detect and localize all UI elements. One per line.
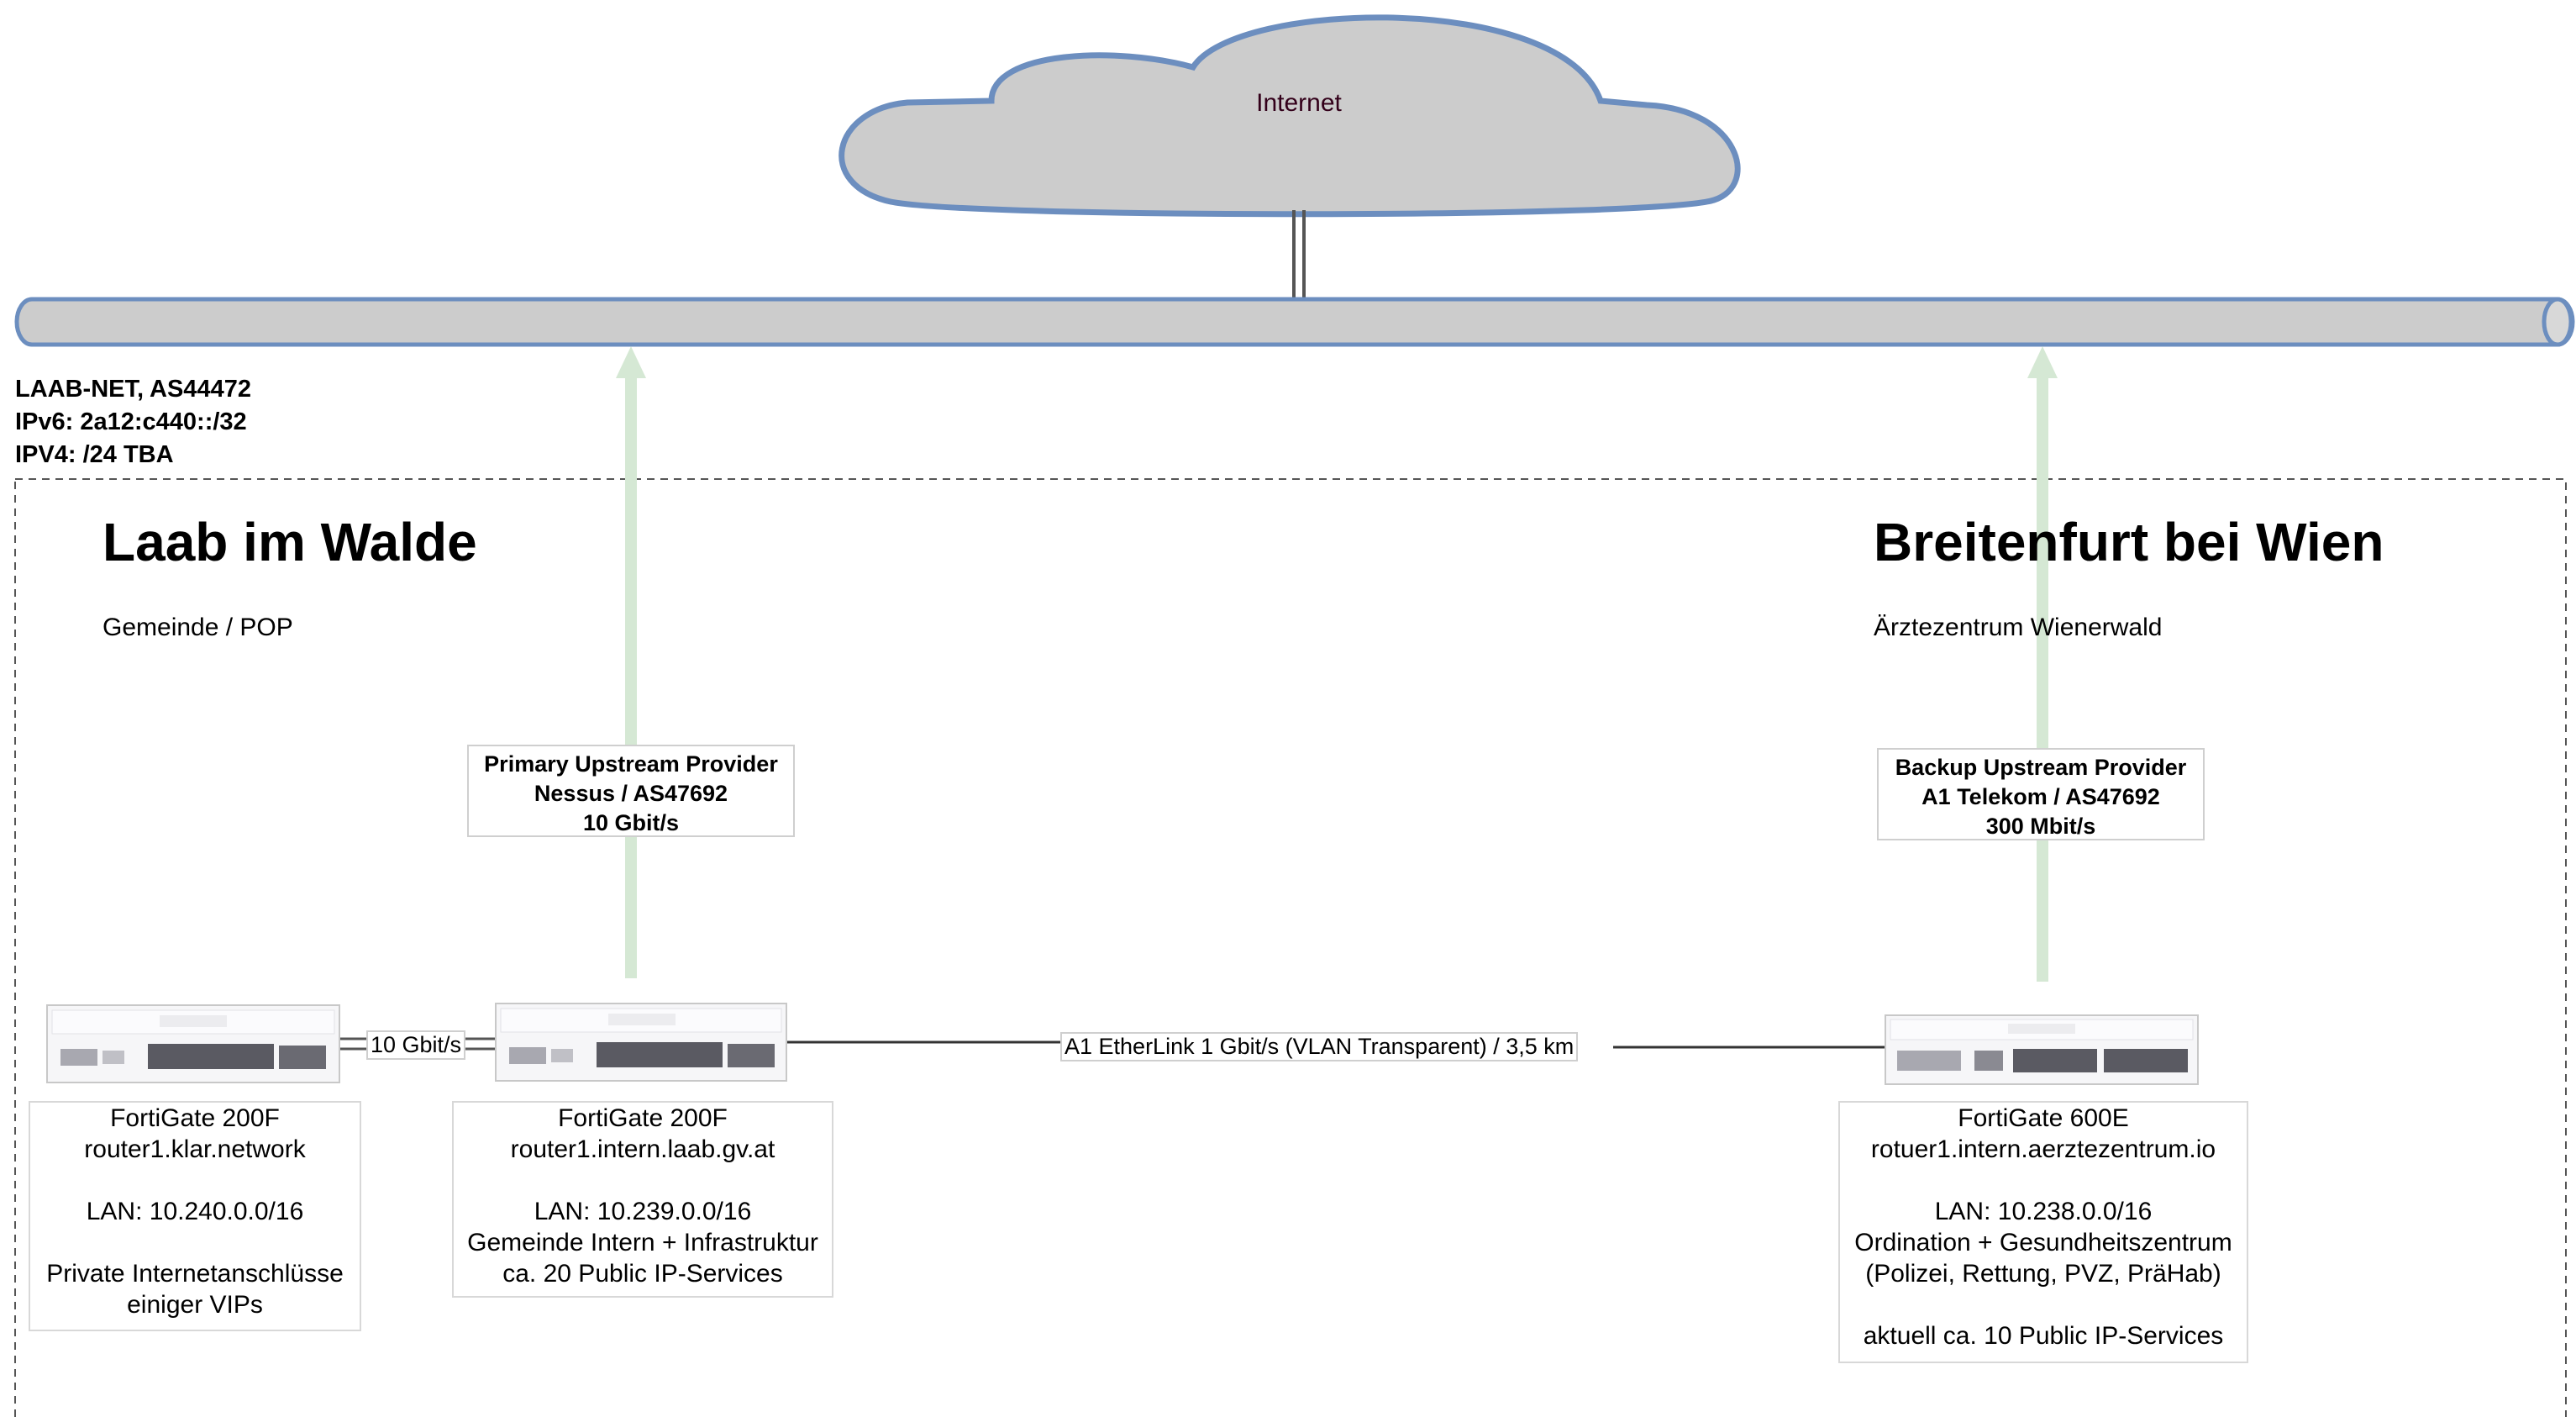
router-laab-model: FortiGate 200F xyxy=(558,1104,728,1132)
router-laab-hostname: router1.intern.laab.gv.at xyxy=(510,1135,775,1163)
router-aerzte-desc3: aktuell ca. 10 Public IP-Services xyxy=(1863,1322,2224,1350)
router-laab-info: FortiGate 200F router1.intern.laab.gv.at… xyxy=(452,1101,833,1298)
as-name-label: LAAB-NET, AS44472 xyxy=(15,376,251,403)
as-info-block: LAAB-NET, AS44472 IPv6: 2a12:c440::/32 I… xyxy=(15,373,251,471)
router-klar-lan: LAN: 10.240.0.0/16 xyxy=(86,1198,304,1225)
router-laab-desc1: Gemeinde Intern + Infrastruktur xyxy=(467,1229,818,1256)
backup-upstream-label: Backup Upstream Provider A1 Telekom / AS… xyxy=(1877,748,2205,840)
router-aerzte-lan: LAN: 10.238.0.0/16 xyxy=(1934,1198,2153,1225)
router-aerzte-info: FortiGate 600E rotuer1.intern.aerztezent… xyxy=(1838,1101,2248,1363)
primary-uplink-arrow-shaft xyxy=(625,375,637,978)
site-subtitle-laab: Gemeinde / POP xyxy=(103,614,293,641)
router-aerzte-hostname: rotuer1.intern.aerztezentrum.io xyxy=(1870,1135,2216,1163)
router-klar-desc1: Private Internetanschlüsse xyxy=(46,1260,344,1288)
site-title-laab: Laab im Walde xyxy=(103,512,477,572)
laab-internal-link-label: 10 Gbit/s xyxy=(366,1030,466,1060)
backup-uplink-arrowhead xyxy=(2027,346,2058,378)
router-klar-model: FortiGate 200F xyxy=(110,1104,280,1132)
as-domain-boundary xyxy=(14,478,2567,1417)
router-laab-lan: LAN: 10.239.0.0/16 xyxy=(534,1198,752,1225)
internet-label: Internet xyxy=(1256,89,1342,117)
backup-upstream-bandwidth: 300 Mbit/s xyxy=(1985,814,2096,839)
primary-upstream-provider: Nessus / AS47692 xyxy=(534,781,728,806)
router-laab-desc2: ca. 20 Public IP-Services xyxy=(502,1260,783,1288)
router-klar-image[interactable] xyxy=(46,1004,340,1083)
backup-upstream-title: Backup Upstream Provider xyxy=(1895,755,2187,780)
backup-uplink-arrow-shaft xyxy=(2037,375,2048,982)
ipv6-prefix-label: IPv6: 2a12:c440::/32 xyxy=(15,408,247,435)
primary-upstream-bandwidth: 10 Gbit/s xyxy=(582,810,680,835)
router-laab-image[interactable] xyxy=(495,1003,787,1082)
ipv4-prefix-label: IPV4: /24 TBA xyxy=(15,441,174,468)
router-klar-hostname: router1.klar.network xyxy=(84,1135,306,1163)
router-klar-info: FortiGate 200F router1.klar.network LAN:… xyxy=(29,1101,361,1331)
router-aerzte-desc1: Ordination + Gesundheitszentrum xyxy=(1854,1229,2232,1256)
etherlink-label: A1 EtherLink 1 Gbit/s (VLAN Transparent)… xyxy=(1060,1032,1579,1061)
backup-upstream-provider: A1 Telekom / AS47692 xyxy=(1921,784,2160,809)
site-subtitle-breitenfurt: Ärztezentrum Wienerwald xyxy=(1874,614,2163,641)
internet-cloud[interactable] xyxy=(839,14,1741,218)
router-klar-desc2: einiger VIPs xyxy=(127,1291,263,1319)
site-title-breitenfurt: Breitenfurt bei Wien xyxy=(1874,512,2384,572)
router-aerzte-model: FortiGate 600E xyxy=(1958,1104,2129,1132)
backbone-pipe-end xyxy=(2542,297,2573,347)
router-aerzte-image[interactable] xyxy=(1885,1014,2199,1085)
backbone-pipe xyxy=(14,297,2575,347)
primary-upstream-label: Primary Upstream Provider Nessus / AS476… xyxy=(467,745,795,837)
primary-upstream-title: Primary Upstream Provider xyxy=(484,751,778,777)
router-aerzte-desc2: (Polizei, Rettung, PVZ, PräHab) xyxy=(1865,1260,2221,1288)
primary-uplink-arrowhead xyxy=(616,346,646,378)
